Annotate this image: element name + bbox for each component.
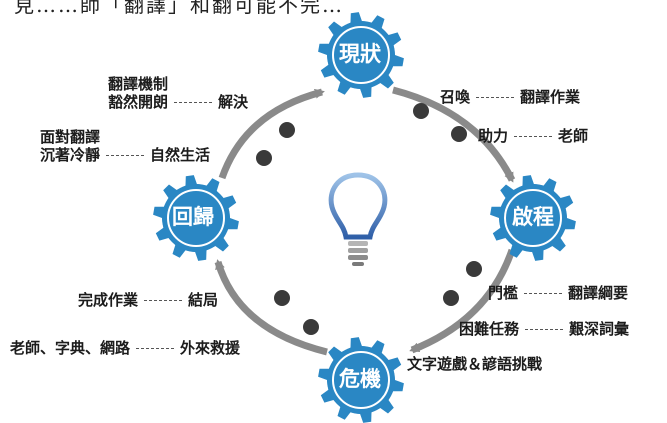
- node-dot: [413, 103, 429, 119]
- stage-right-label: 啟程: [512, 205, 554, 229]
- annotation-threshold: 門檻 翻譯綱要: [488, 284, 628, 302]
- dashed-connector: [514, 136, 553, 137]
- dashed-connector: [136, 348, 175, 349]
- annotation-left-text: 老師、字典、網路: [10, 339, 131, 357]
- annotation-right-text: 翻譯作業: [520, 88, 581, 106]
- node-dot: [274, 290, 290, 306]
- annotation-help: 助力 老師: [478, 127, 588, 145]
- annotation-rescue: 老師、字典、網路 外來救援: [10, 339, 240, 357]
- arc-left-to-top: [218, 88, 325, 180]
- annotation-face-line1: 面對翻譯: [40, 128, 101, 146]
- gear-left-icon: [153, 175, 239, 261]
- node-dot: [466, 261, 482, 277]
- arc-top-to-right: [392, 86, 516, 183]
- annotation-right-text: 艱深詞彙: [569, 320, 630, 338]
- annotation-left-text: 豁然開朗: [108, 93, 169, 111]
- annotation-left-text: 門檻: [488, 284, 519, 302]
- annotation-right-text: 解決: [218, 93, 249, 111]
- annotation-resolve: 豁然開朗 解決: [108, 93, 248, 111]
- annotation-right-text: 外來救援: [180, 339, 241, 357]
- arc-right-to-bottom: [409, 248, 516, 354]
- lightbulb-icon: [328, 172, 388, 266]
- node-dot: [303, 319, 319, 335]
- node-dot: [279, 122, 295, 138]
- stage-top-label: 現狀: [339, 42, 381, 66]
- annotation-left-text: 沉著冷靜: [40, 146, 101, 164]
- annotation-natural-life: 沉著冷靜 自然生活: [40, 146, 210, 164]
- stage-bottom-label: 危機: [339, 367, 381, 391]
- annotation-right-text: 結局: [188, 291, 219, 309]
- annotation-right-text: 老師: [558, 127, 589, 145]
- annotation-right-text: 自然生活: [150, 146, 211, 164]
- dashed-connector: [106, 155, 145, 156]
- annotation-hard-task: 困難任務 艱深詞彙: [459, 320, 629, 338]
- annotation-summon: 召喚 翻譯作業: [440, 88, 580, 106]
- annotation-left-text: 助力: [478, 127, 509, 145]
- header-partial-text: 見……師「翻譯」和翻可能不完…: [14, 0, 344, 14]
- annotation-finish: 完成作業 結局: [78, 291, 218, 309]
- node-dot: [443, 290, 459, 306]
- dashed-connector: [476, 97, 515, 98]
- node-dot: [256, 150, 272, 166]
- dashed-connector: [525, 329, 564, 330]
- arc-bottom-to-left: [214, 259, 328, 356]
- gear-top-icon: [318, 12, 404, 98]
- dashed-connector: [524, 293, 563, 294]
- annotation-left-text: 完成作業: [78, 291, 139, 309]
- annotation-mechanism-line1: 翻譯機制: [108, 75, 169, 93]
- annotation-left-text: 召喚: [440, 88, 471, 106]
- annotation-left-text: 困難任務: [459, 320, 520, 338]
- gear-bottom-icon: [318, 337, 404, 423]
- node-dot: [451, 126, 467, 142]
- gear-right-icon: [490, 175, 576, 261]
- stage-left-label: 回歸: [172, 205, 214, 229]
- annotation-word-games: 文字遊戲＆諺語挑戰: [407, 355, 543, 373]
- dashed-connector: [144, 300, 183, 301]
- dashed-connector: [174, 102, 213, 103]
- annotation-right-text: 翻譯綱要: [568, 284, 629, 302]
